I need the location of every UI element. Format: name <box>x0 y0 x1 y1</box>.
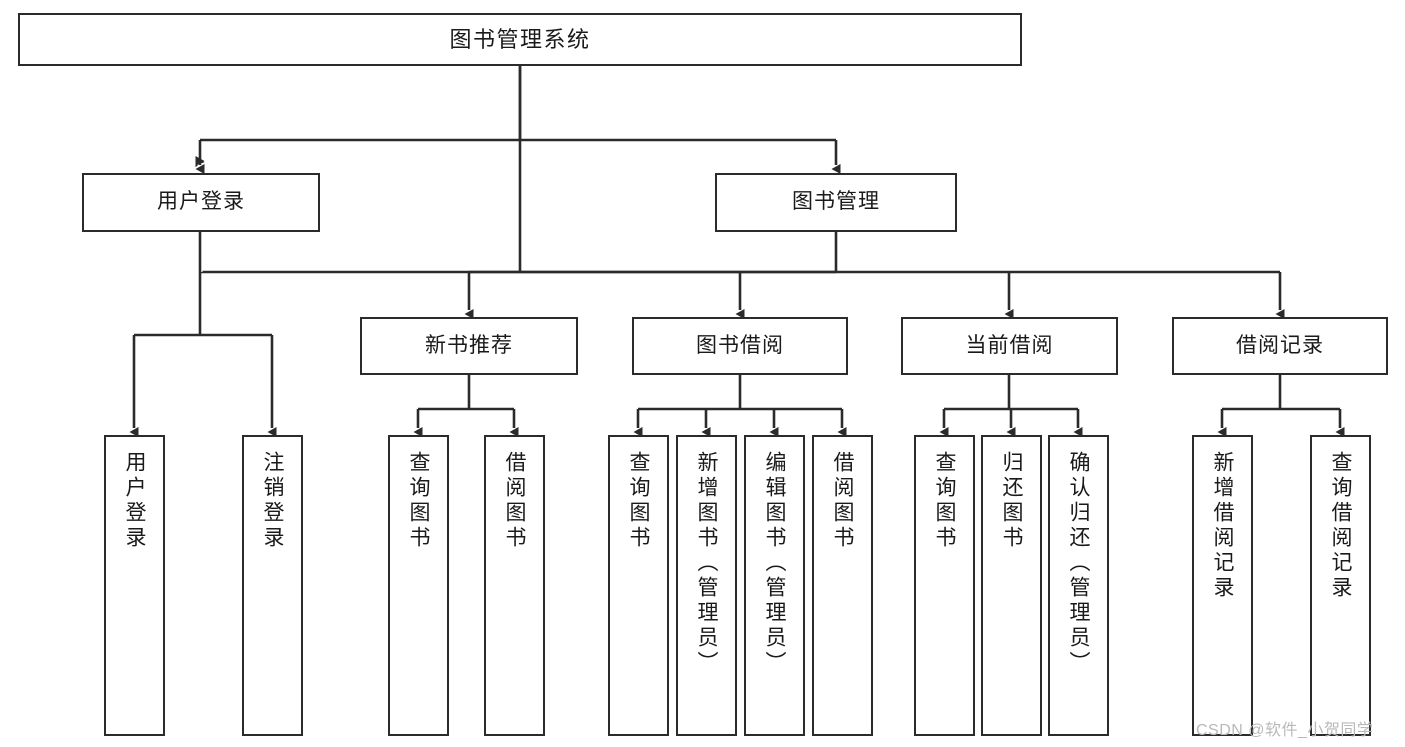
node-leaf-add-record[interactable]: 新增借阅记录 <box>1192 435 1253 736</box>
node-leaf-confirm-return-label: 确认归还（管理员） <box>1067 451 1090 676</box>
node-leaf-query-book-b[interactable]: 查询图书 <box>608 435 669 736</box>
node-book-manage[interactable]: 图书管理 <box>715 173 957 232</box>
node-leaf-confirm-return[interactable]: 确认归还（管理员） <box>1048 435 1109 736</box>
node-root-label: 图书管理系统 <box>449 26 591 52</box>
node-leaf-query-record-label: 查询借阅记录 <box>1329 451 1352 601</box>
node-user-login[interactable]: 用户登录 <box>82 173 320 232</box>
node-leaf-edit-book-label: 编辑图书（管理员） <box>763 451 786 676</box>
node-book-borrow[interactable]: 图书借阅 <box>632 317 848 375</box>
node-new-book-rec[interactable]: 新书推荐 <box>360 317 578 375</box>
node-borrow-record-label: 借阅记录 <box>1236 333 1324 357</box>
node-leaf-edit-book[interactable]: 编辑图书（管理员） <box>744 435 805 736</box>
node-leaf-logout-label: 注销登录 <box>261 451 284 551</box>
node-leaf-query-book-c[interactable]: 查询图书 <box>914 435 975 736</box>
node-leaf-query-book-c-label: 查询图书 <box>933 451 956 551</box>
node-current-borrow-label: 当前借阅 <box>965 333 1054 357</box>
node-leaf-borrow-book-a[interactable]: 借阅图书 <box>484 435 545 736</box>
node-user-login-label: 用户登录 <box>157 190 245 214</box>
node-leaf-query-book-a-label: 查询图书 <box>407 451 430 551</box>
node-leaf-borrow-book-b-label: 借阅图书 <box>831 451 854 551</box>
node-leaf-add-book[interactable]: 新增图书（管理员） <box>676 435 737 736</box>
node-leaf-query-book-a[interactable]: 查询图书 <box>388 435 449 736</box>
node-leaf-borrow-book-a-label: 借阅图书 <box>503 451 526 551</box>
node-leaf-return-book-label: 归还图书 <box>1000 451 1023 551</box>
node-leaf-query-book-b-label: 查询图书 <box>627 451 650 551</box>
node-current-borrow[interactable]: 当前借阅 <box>901 317 1118 375</box>
node-leaf-borrow-book-b[interactable]: 借阅图书 <box>812 435 873 736</box>
csdn-watermark: CSDN @软件_小贺同学 <box>1196 722 1374 739</box>
node-leaf-user-login-label: 用户登录 <box>123 451 146 551</box>
node-borrow-record[interactable]: 借阅记录 <box>1172 317 1388 375</box>
node-book-borrow-label: 图书借阅 <box>696 333 784 357</box>
node-leaf-add-record-label: 新增借阅记录 <box>1211 451 1234 601</box>
node-leaf-return-book[interactable]: 归还图书 <box>981 435 1042 736</box>
node-leaf-user-login[interactable]: 用户登录 <box>104 435 165 736</box>
node-book-manage-label: 图书管理 <box>792 190 880 214</box>
node-leaf-query-record[interactable]: 查询借阅记录 <box>1310 435 1371 736</box>
node-root[interactable]: 图书管理系统 <box>18 13 1022 66</box>
node-new-book-rec-label: 新书推荐 <box>425 333 513 357</box>
node-leaf-add-book-label: 新增图书（管理员） <box>695 451 718 676</box>
node-leaf-logout[interactable]: 注销登录 <box>242 435 303 736</box>
